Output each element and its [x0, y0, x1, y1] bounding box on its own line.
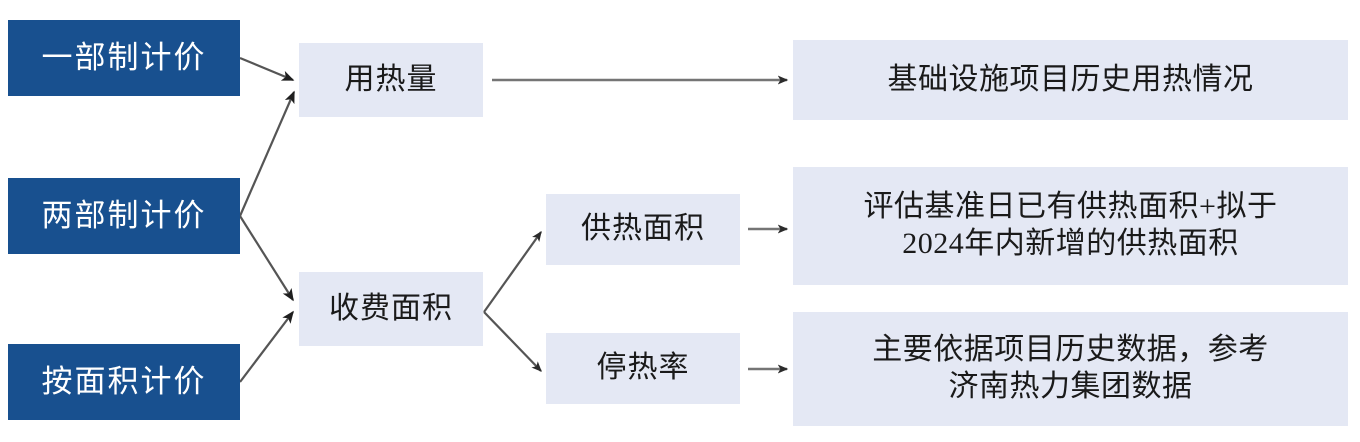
- edge-one-part-to-heat-consumption: [239, 56, 295, 82]
- node-pricing-by-area[interactable]: 按面积计价: [8, 344, 240, 420]
- edge-two-part-to-heat-consumption: [238, 90, 296, 217]
- node-heat-stop-rate[interactable]: 停热率: [546, 333, 740, 404]
- node-heat-consumption[interactable]: 用热量: [299, 43, 483, 117]
- node-heating-area[interactable]: 供热面积: [546, 194, 740, 265]
- node-charged-area-label: 收费面积: [329, 291, 453, 325]
- node-heat-history-note-label: 基础设施项目历史用热情况: [887, 62, 1254, 96]
- node-heating-area-note-label: 评估基准日已有供热面积+拟于 2024年内新增的供热面积: [863, 190, 1278, 260]
- node-charged-area[interactable]: 收费面积: [299, 272, 483, 346]
- node-heat-stop-rate-label: 停热率: [596, 351, 690, 385]
- node-pricing-one-part[interactable]: 一部制计价: [8, 20, 240, 96]
- edge-charged-area-to-stop-rate: [483, 311, 542, 372]
- node-stop-rate-note-label: 主要依据项目历史数据，参考 济南热力集团数据: [872, 333, 1269, 403]
- node-pricing-two-part[interactable]: 两部制计价: [8, 178, 240, 254]
- node-heat-consumption-label: 用热量: [344, 62, 438, 96]
- node-heating-area-note[interactable]: 评估基准日已有供热面积+拟于 2024年内新增的供热面积: [793, 167, 1348, 285]
- edge-charged-area-to-heating-area: [483, 230, 542, 313]
- node-stop-rate-note[interactable]: 主要依据项目历史数据，参考 济南热力集团数据: [793, 312, 1348, 426]
- edge-two-part-to-charged-area: [239, 215, 294, 302]
- node-pricing-one-part-label: 一部制计价: [41, 40, 207, 76]
- edge-by-area-to-charged-area: [239, 310, 294, 383]
- node-pricing-by-area-label: 按面积计价: [41, 364, 207, 400]
- node-pricing-two-part-label: 两部制计价: [41, 198, 207, 234]
- node-heat-history-note[interactable]: 基础设施项目历史用热情况: [793, 40, 1348, 120]
- node-heating-area-label: 供热面积: [581, 212, 705, 246]
